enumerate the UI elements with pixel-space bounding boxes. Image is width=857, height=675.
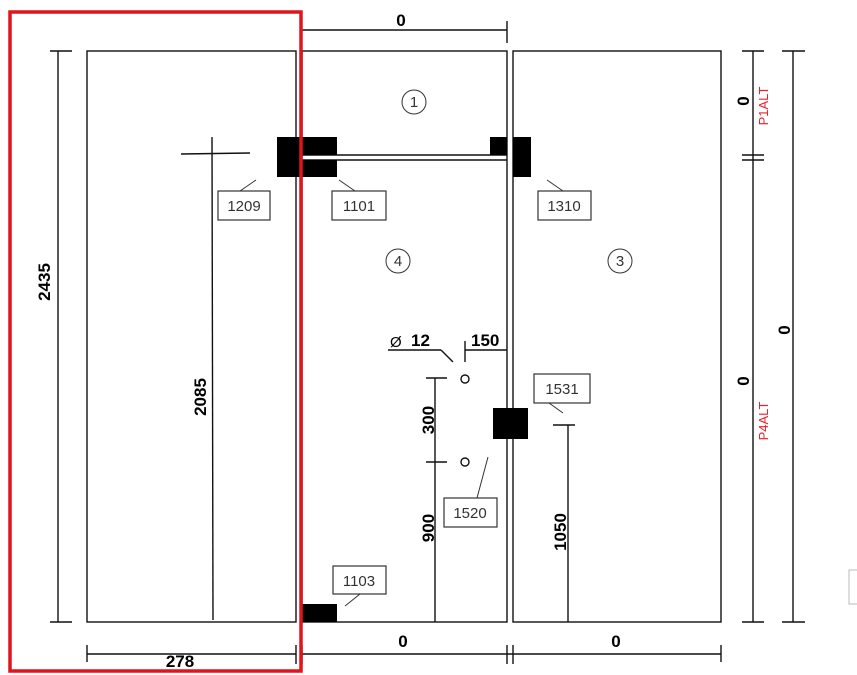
panel-number-1: 1 xyxy=(401,89,427,115)
svg-text:900: 900 xyxy=(419,514,438,542)
svg-text:300: 300 xyxy=(419,406,438,434)
svg-text:1101: 1101 xyxy=(343,198,375,215)
cross-horizontal xyxy=(180,152,251,155)
bottom-dimensions: 278 0 0 xyxy=(86,632,722,671)
svg-text:278: 278 xyxy=(166,652,194,671)
hole-lower xyxy=(460,457,470,467)
hole-dimensions: Ø 12 150 300 900 xyxy=(388,331,507,622)
svg-text:Ø: Ø xyxy=(390,334,402,351)
svg-text:0: 0 xyxy=(611,632,620,651)
dim-2085: 2085 xyxy=(191,378,210,416)
right-dimensions: 0 0 P1ALT P4ALT 0 xyxy=(734,50,805,623)
panel-number-4: 4 xyxy=(385,248,411,274)
top-dimension: 0 xyxy=(302,11,508,43)
part-label-1209[interactable]: 1209 xyxy=(217,179,271,221)
right-panel[interactable] xyxy=(512,50,722,623)
svg-text:0: 0 xyxy=(396,11,405,30)
edge-widget xyxy=(848,569,857,605)
part-label-1520[interactable]: 1520 xyxy=(443,456,498,528)
svg-text:1: 1 xyxy=(410,94,418,111)
part-label-1531[interactable]: 1531 xyxy=(533,373,591,414)
panel-number-3: 3 xyxy=(607,248,633,274)
svg-text:1050: 1050 xyxy=(551,513,570,551)
svg-text:0: 0 xyxy=(775,325,794,334)
svg-text:0: 0 xyxy=(734,96,753,105)
svg-text:1531: 1531 xyxy=(545,381,578,398)
svg-text:1520: 1520 xyxy=(453,505,486,522)
svg-text:0: 0 xyxy=(734,376,753,385)
svg-text:4: 4 xyxy=(394,253,402,270)
label-p4alt: P4ALT xyxy=(756,402,771,441)
hole-upper xyxy=(460,374,470,384)
svg-text:2435: 2435 xyxy=(35,263,54,301)
label-p1alt: P1ALT xyxy=(756,87,771,126)
svg-text:3: 3 xyxy=(616,253,624,270)
part-label-1101[interactable]: 1101 xyxy=(331,179,387,221)
left-height-dimension: 2435 xyxy=(35,50,72,623)
part-label-1103[interactable]: 1103 xyxy=(332,565,387,607)
svg-text:0: 0 xyxy=(398,632,407,651)
left-panel[interactable] xyxy=(86,50,297,623)
svg-text:1310: 1310 xyxy=(547,198,580,215)
part-label-1310[interactable]: 1310 xyxy=(537,179,592,221)
svg-text:150: 150 xyxy=(471,331,499,350)
svg-text:1209: 1209 xyxy=(227,198,260,215)
hardware-blocks xyxy=(277,137,531,622)
svg-text:1103: 1103 xyxy=(343,573,375,590)
right-height-dimension-1050: 1050 xyxy=(551,424,575,622)
selection-highlight xyxy=(8,10,303,673)
height-line-2085 xyxy=(211,136,214,621)
svg-text:12: 12 xyxy=(411,331,430,350)
